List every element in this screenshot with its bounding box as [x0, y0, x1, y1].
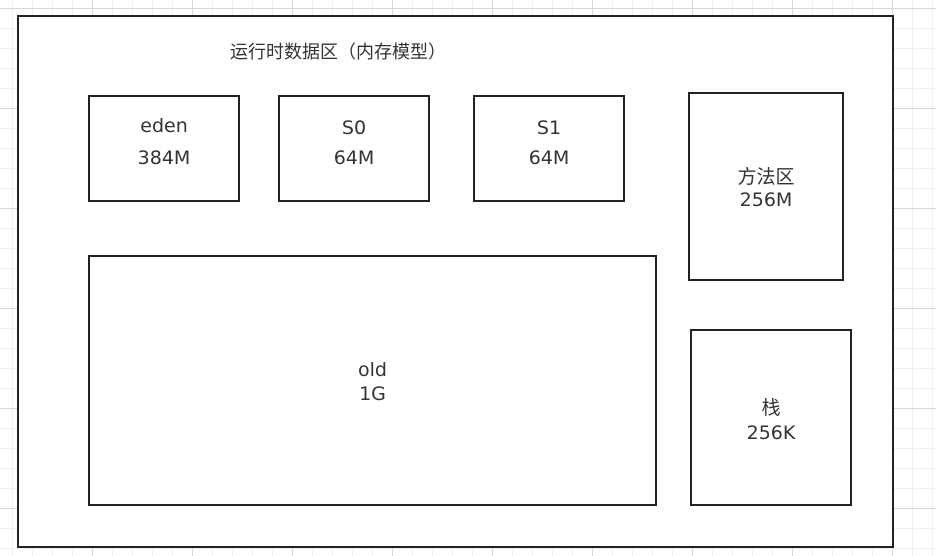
method-area-region-size: 256M	[739, 189, 793, 211]
eden-region-box: eden 384M	[88, 95, 240, 202]
stack-region-size: 256K	[746, 422, 796, 444]
method-area-region-box: 方法区 256M	[688, 92, 844, 281]
s0-region-name: S0	[341, 117, 367, 139]
eden-region-size: 384M	[137, 147, 191, 169]
old-region-box: old 1G	[88, 255, 657, 506]
s1-region-size: 64M	[528, 147, 570, 169]
s1-region-box: S1 64M	[473, 95, 625, 202]
s1-region-name: S1	[536, 117, 562, 139]
method-area-region-name: 方法区	[737, 166, 795, 188]
diagram-title: 运行时数据区（内存模型）	[230, 42, 446, 63]
s0-region-size: 64M	[333, 147, 375, 169]
old-region-size: 1G	[359, 383, 386, 405]
eden-region-name: eden	[140, 115, 188, 137]
stack-region-box: 栈 256K	[690, 329, 852, 506]
old-region-name: old	[358, 359, 387, 381]
s0-region-box: S0 64M	[278, 95, 430, 202]
stack-region-name: 栈	[761, 397, 781, 419]
